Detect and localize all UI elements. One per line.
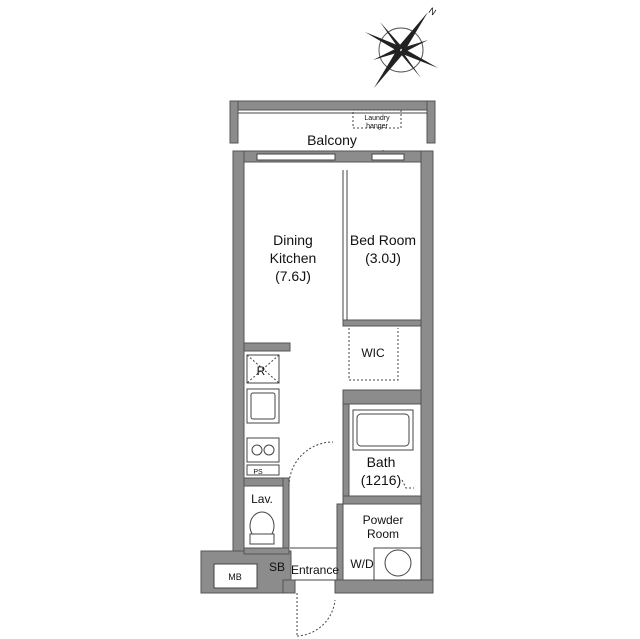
wic-label: WIC: [361, 346, 385, 360]
compass-rose-icon: [365, 12, 438, 88]
dining-label-1: Dining: [273, 232, 313, 248]
balcony: [229, 100, 436, 159]
sb-label: SB: [269, 560, 285, 574]
dining-label-2: Kitchen: [270, 250, 317, 266]
bath-size-label: (1216): [361, 472, 401, 488]
ps-label: PS: [253, 469, 263, 476]
compass-north-label: N: [427, 5, 438, 17]
mb-label: MB: [228, 572, 242, 582]
fixtures: [246, 354, 422, 581]
powder-room-label-2: Room: [367, 527, 399, 541]
laundry-label-2: hanger: [366, 123, 388, 130]
bedroom-label: Bed Room: [350, 232, 416, 248]
laundry-label-1: Laundry: [364, 115, 390, 122]
interior-walls: [243, 170, 422, 581]
refrigerator-label: R: [257, 364, 266, 378]
outer-walls: [200, 150, 434, 594]
entrance-label: Entrance: [291, 563, 339, 577]
dining-size-label: (7.6J): [275, 268, 311, 284]
bedroom-size-label: (3.0J): [365, 250, 401, 266]
bath-label: Bath: [367, 454, 396, 470]
powder-room-label-1: Powder: [363, 513, 404, 527]
balcony-label: Balcony: [307, 132, 357, 148]
lav-label: Lav.: [251, 492, 273, 506]
wd-label: W/D: [350, 557, 374, 571]
doors: [288, 328, 414, 637]
